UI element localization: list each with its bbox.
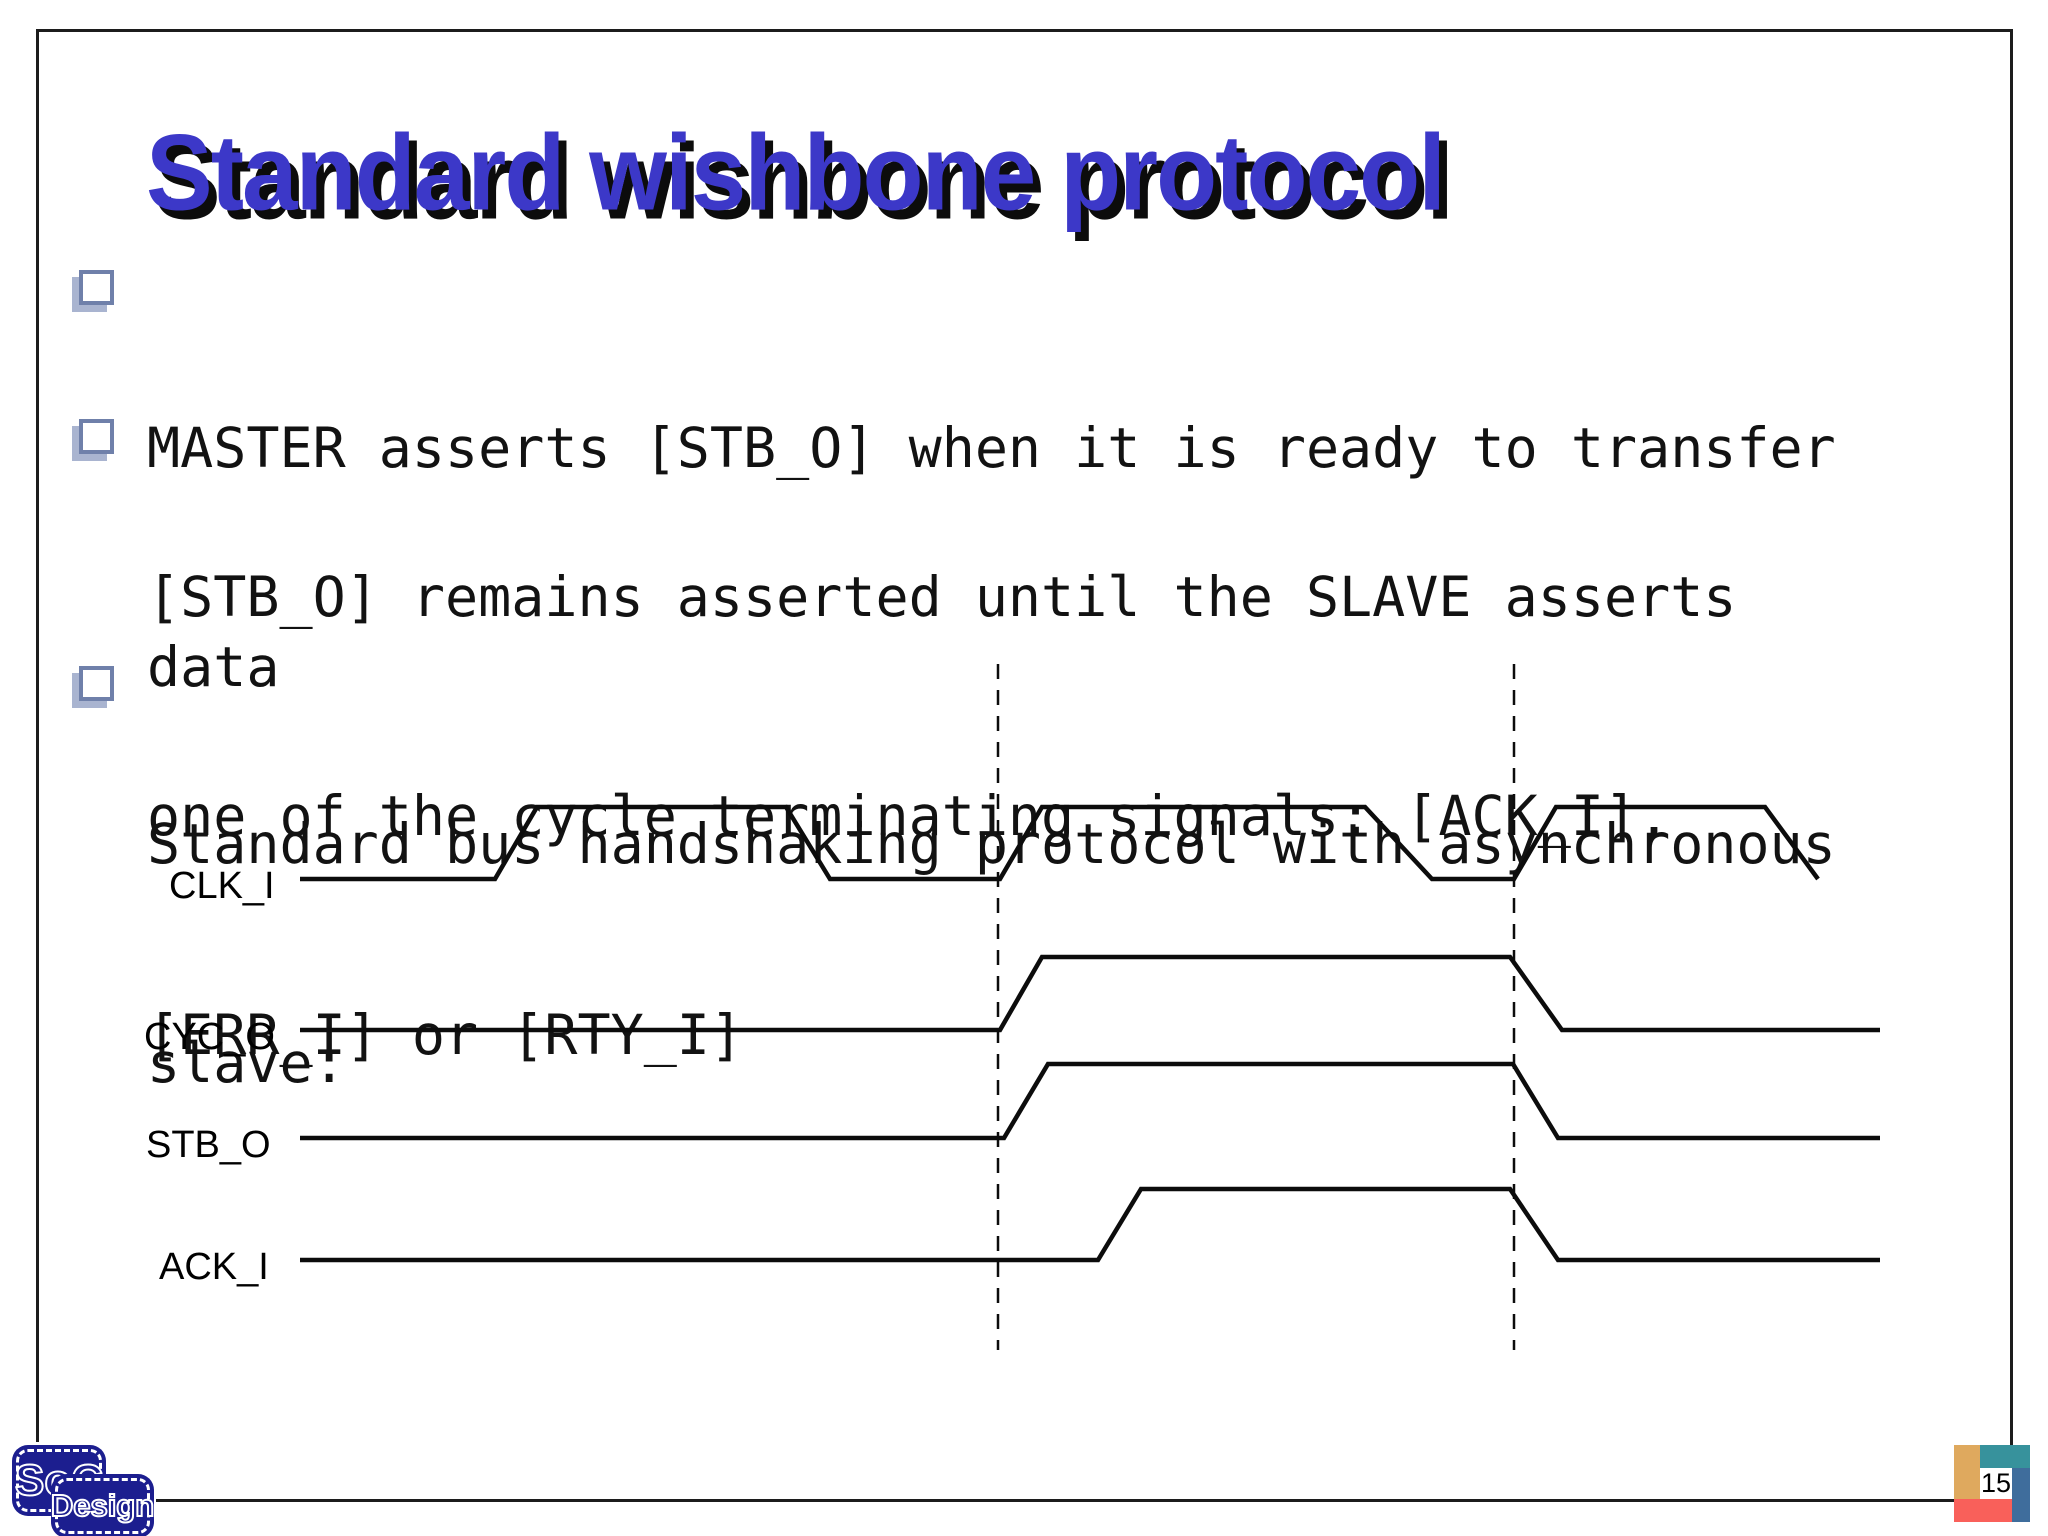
block-steel-square [2012,1468,2030,1522]
page-number: 15 [1980,1468,2012,1499]
bullet-3: Standard bus handshaking protocol with a… [147,662,1836,1246]
slide-title: Standard wishbone protocol [146,112,1446,234]
signal-label-clk_i: CLK_I [169,865,275,907]
block-teal-square [1980,1445,2030,1468]
bullet-2-line-1: [STB_O] remains asserted until the SLAVE… [147,565,1737,629]
bullet-1: MASTER asserts [STB_O] when it is ready … [147,266,1836,850]
slide-border [36,29,2013,1502]
bullet-3-line-2: slave: [147,1031,346,1095]
bullet-icon [79,666,114,701]
bullet-3-line-1: Standard bus handshaking protocol with a… [147,812,1836,876]
signal-label-cyc_o: CYC_O [144,1016,275,1058]
signal-label-stb_o: STB_O [146,1124,271,1166]
soc-design-logo-design: Design [50,1478,155,1534]
block-tan-square [1954,1445,1980,1499]
bullet-icon [79,419,114,454]
bullet-1-line-1: MASTER asserts [STB_O] when it is ready … [147,416,1836,480]
page-number-block: 15 [1954,1445,2030,1522]
bullet-icon [79,270,114,305]
bullet-1-line-2: data [147,635,280,699]
block-salmon-square [1954,1499,2012,1522]
bullet-2-line-3: [ERR_I] or [RTY_I] [147,1003,744,1067]
logo-text-design: Design [50,1487,155,1524]
signal-label-ack_i: ACK_I [159,1246,269,1288]
